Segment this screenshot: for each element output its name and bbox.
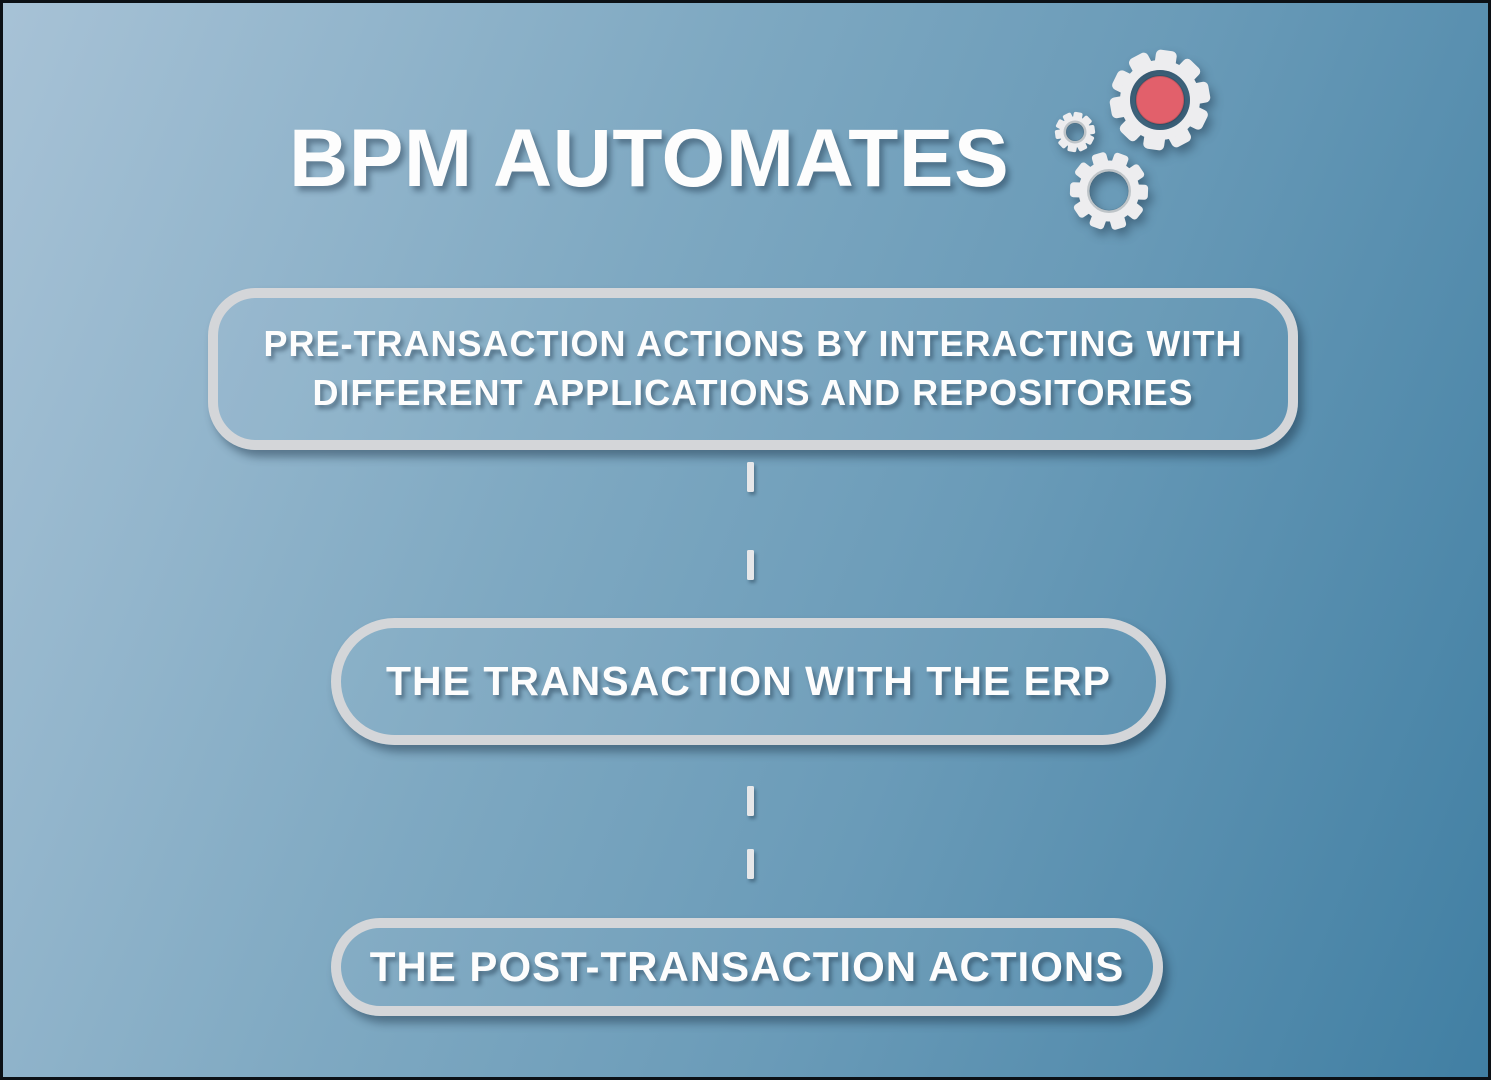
gear-icon-small <box>1054 111 1096 153</box>
gear-hub-red <box>1135 75 1185 125</box>
connector-dash <box>747 550 754 580</box>
page-title: BPM AUTOMATES <box>289 113 1010 204</box>
gear-icon-medium <box>1069 152 1149 230</box>
step-label-pre-transaction: PRE-TRANSACTION ACTIONS BY INTERACTING W… <box>263 323 1243 413</box>
step-box-pre-transaction: PRE-TRANSACTION ACTIONS BY INTERACTING W… <box>208 288 1298 450</box>
connector-dash <box>747 849 754 879</box>
gears-decoration <box>1054 49 1211 230</box>
step-label-transaction-erp: THE TRANSACTION WITH THE ERP <box>386 658 1111 704</box>
gear-hole-shadow-medium <box>1087 169 1131 213</box>
connector-dash <box>747 786 754 816</box>
connector-2 <box>747 786 754 879</box>
connector-1 <box>747 462 754 580</box>
step-label-post-transaction: THE POST-TRANSACTION ACTIONS <box>369 943 1125 990</box>
connector-dash <box>747 462 754 492</box>
step-box-post-transaction: THE POST-TRANSACTION ACTIONS <box>331 918 1163 1016</box>
gear-hole-shadow-small <box>1063 120 1087 144</box>
step-box-transaction-erp: THE TRANSACTION WITH THE ERP <box>331 618 1166 745</box>
